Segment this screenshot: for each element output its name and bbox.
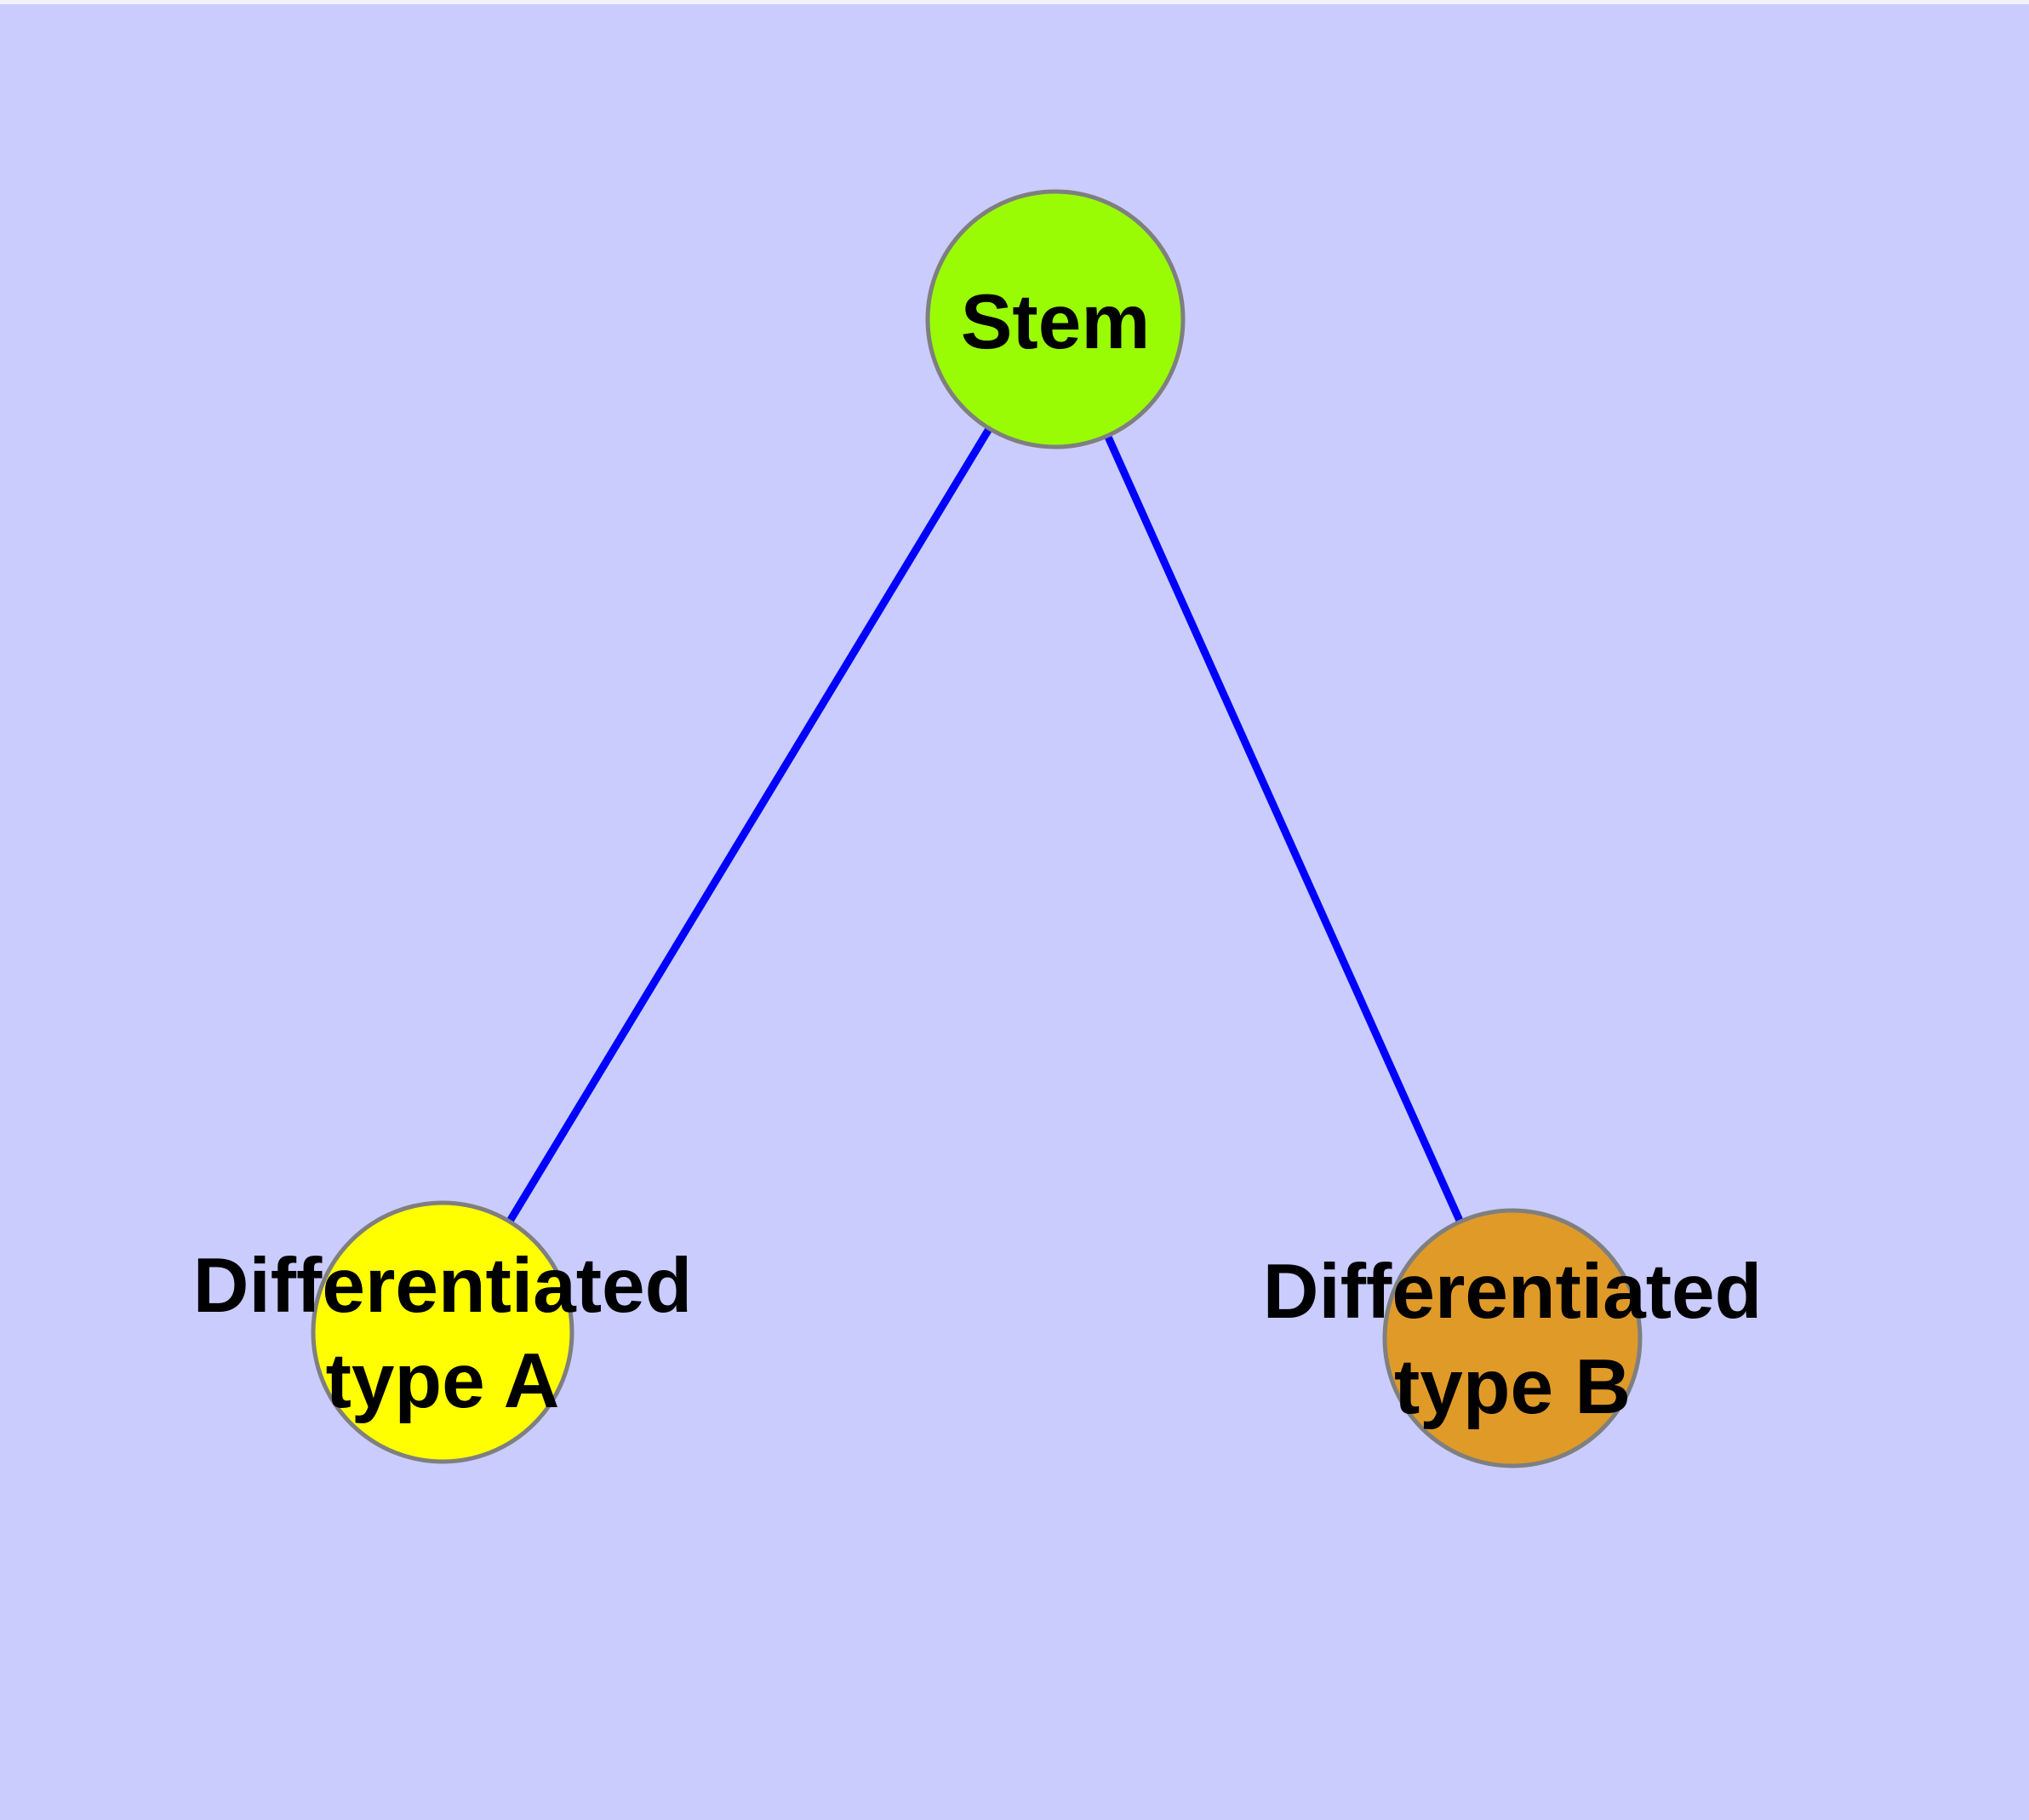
node-stem-circle <box>925 189 1186 449</box>
node-type-a-circle <box>311 1200 574 1464</box>
node-type-a-label-line2: type A <box>326 1338 560 1424</box>
edge-stem-to-type-b <box>1051 318 1517 1340</box>
edge-stem-to-type-a <box>439 317 1059 1335</box>
node-type-b-circle <box>1382 1208 1643 1468</box>
node-type-a-label-line1: Differentiated <box>193 1243 693 1329</box>
node-type-b-label-line1: Differentiated <box>1263 1249 1763 1335</box>
node-type-b-label-line2: type B <box>1394 1344 1631 1430</box>
window-top-edge <box>0 0 2029 4</box>
node-stem-label: Stem <box>961 279 1151 365</box>
